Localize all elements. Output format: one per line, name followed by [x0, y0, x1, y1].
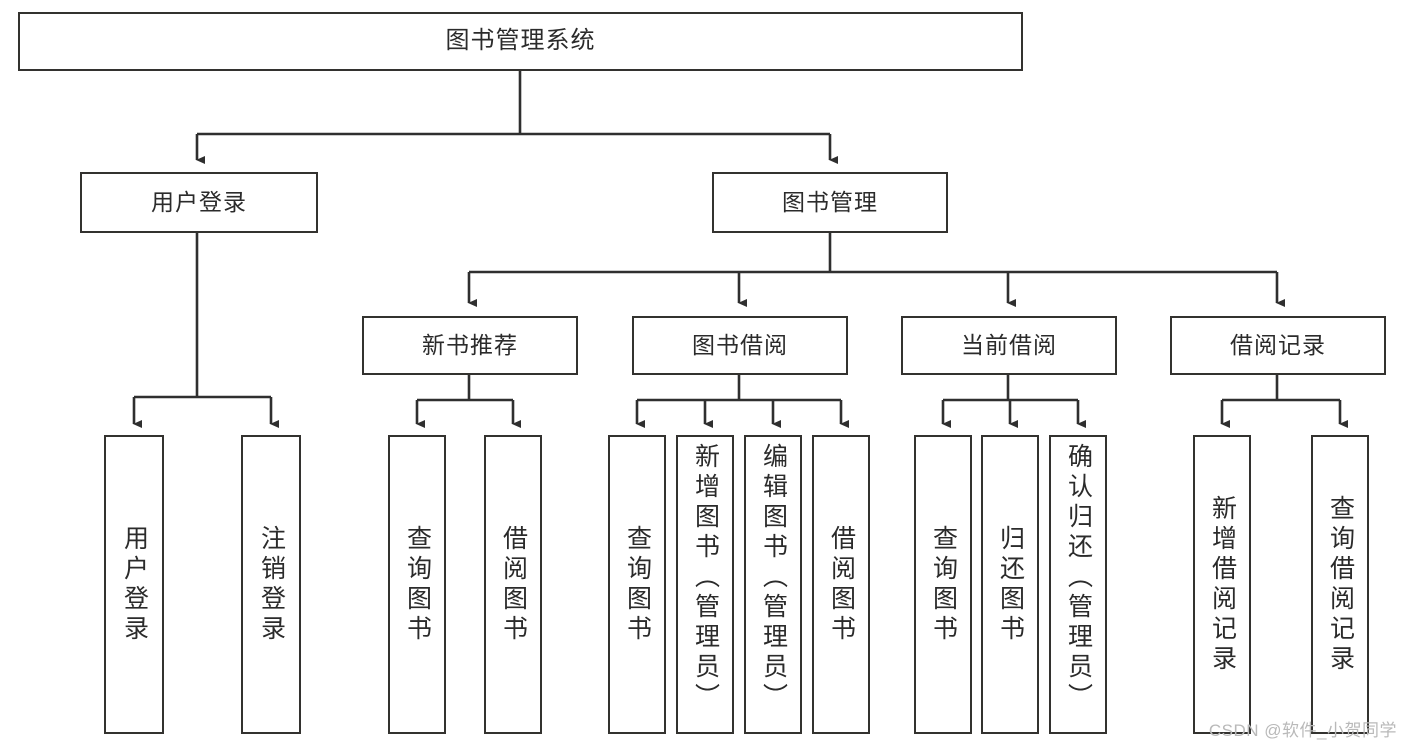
leaf-book-borrow-add-book-admin[interactable]: 新增图书（管理员）	[676, 435, 734, 734]
leaf-book-borrow-borrow-book-label: 借阅图书	[827, 524, 856, 645]
leaf-book-borrow-borrow-book[interactable]: 借阅图书	[812, 435, 870, 734]
node-new-book-recommend-label: 新书推荐	[422, 331, 518, 358]
leaf-user-login-login-label: 用户登录	[120, 524, 149, 645]
node-user-login-label: 用户登录	[151, 188, 247, 215]
leaf-current-borrow-return-book-label: 归还图书	[996, 524, 1025, 645]
node-borrow-record[interactable]: 借阅记录	[1170, 316, 1386, 375]
leaf-book-borrow-query-book-label: 查询图书	[623, 524, 652, 645]
node-user-login[interactable]: 用户登录	[80, 172, 318, 233]
leaf-new-book-borrow-book[interactable]: 借阅图书	[484, 435, 542, 734]
leaf-current-borrow-confirm-return-admin[interactable]: 确认归还（管理员）	[1049, 435, 1107, 734]
leaf-current-borrow-return-book[interactable]: 归还图书	[981, 435, 1039, 734]
leaf-new-book-query-book-label: 查询图书	[403, 524, 432, 645]
node-current-borrow[interactable]: 当前借阅	[901, 316, 1117, 375]
node-book-borrow[interactable]: 图书借阅	[632, 316, 848, 375]
node-root-book-management-system[interactable]: 图书管理系统	[18, 12, 1023, 71]
csdn-watermark: CSDN @软件_小贺同学	[1208, 721, 1397, 740]
node-root-label: 图书管理系统	[445, 27, 596, 55]
leaf-current-borrow-query-book[interactable]: 查询图书	[914, 435, 972, 734]
leaf-book-borrow-edit-book-admin[interactable]: 编辑图书（管理员）	[744, 435, 802, 734]
node-borrow-record-label: 借阅记录	[1230, 331, 1326, 358]
leaf-new-book-borrow-book-label: 借阅图书	[499, 524, 528, 645]
node-new-book-recommend[interactable]: 新书推荐	[362, 316, 578, 375]
leaf-current-borrow-confirm-return-admin-label: 确认归还（管理员）	[1064, 443, 1093, 713]
node-book-borrow-label: 图书借阅	[692, 331, 788, 358]
node-book-management-label: 图书管理	[782, 188, 878, 215]
leaf-book-borrow-query-book[interactable]: 查询图书	[608, 435, 666, 734]
leaf-user-login-logout[interactable]: 注销登录	[241, 435, 301, 734]
leaf-borrow-record-query-record-label: 查询借阅记录	[1326, 494, 1355, 675]
leaf-user-login-login[interactable]: 用户登录	[104, 435, 164, 734]
leaf-current-borrow-query-book-label: 查询图书	[929, 524, 958, 645]
leaf-new-book-query-book[interactable]: 查询图书	[388, 435, 446, 734]
leaf-user-login-logout-label: 注销登录	[257, 524, 286, 645]
node-current-borrow-label: 当前借阅	[961, 331, 1057, 358]
leaf-book-borrow-edit-book-admin-label: 编辑图书（管理员）	[759, 443, 788, 713]
leaf-book-borrow-add-book-admin-label: 新增图书（管理员）	[691, 443, 720, 713]
leaf-borrow-record-add-record-label: 新增借阅记录	[1208, 494, 1237, 675]
leaf-borrow-record-query-record[interactable]: 查询借阅记录	[1311, 435, 1369, 734]
node-book-management[interactable]: 图书管理	[712, 172, 948, 233]
leaf-borrow-record-add-record[interactable]: 新增借阅记录	[1193, 435, 1251, 734]
